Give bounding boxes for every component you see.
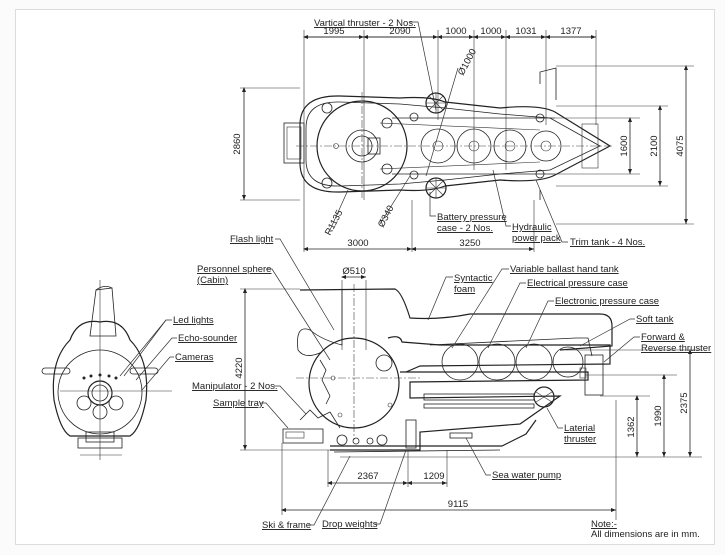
label-personnel-sphere-1: Personnel sphere [197, 264, 271, 275]
top-dim-extension-lines [303, 30, 597, 200]
dim-2367: 2367 [357, 471, 378, 482]
label-led-lights: Led lights [173, 315, 214, 326]
label-vertical-thruster: Vartical thruster - 2 Nos. [314, 18, 416, 29]
dim-2100: 2100 [649, 135, 660, 156]
label-fwd-rev-2: Reverse thruster [641, 343, 711, 354]
label-hydraulic-2: power pack [512, 233, 561, 244]
dim-1377: 1377 [560, 26, 581, 37]
note-text: All dimensions are in mm. [591, 529, 700, 540]
label-syntactic-1: Syntactic [454, 273, 493, 284]
note-title: Note:- [591, 519, 617, 530]
pressure-cases-side [441, 343, 584, 381]
label-electronic-case: Electronic pressure case [555, 296, 659, 307]
label-drop-weights: Drop weights [322, 519, 378, 530]
dim-1000-b: 1000 [480, 26, 501, 37]
side-view: 4220 Ø510 [192, 234, 711, 531]
dim-9115: 9115 [448, 499, 468, 510]
label-lateral-2: thruster [564, 434, 596, 445]
label-hydraulic-1: Hydraulic [512, 222, 552, 233]
label-echo-sounder: Echo-sounder [178, 333, 237, 344]
label-sea-water-pump: Sea water pump [492, 470, 561, 481]
vertical-thrusters-top [425, 92, 447, 199]
dim-3000: 3000 [347, 238, 368, 249]
label-flash-light: Flash light [230, 234, 274, 245]
dim-3250: 3250 [459, 238, 480, 249]
dim-2860: 2860 [232, 133, 243, 154]
dim-1000-a: 1000 [445, 26, 466, 37]
dim-1600: 1600 [619, 135, 630, 156]
label-fwd-rev-1: Forward & [641, 332, 685, 343]
dim-dia-1000: Ø1000 [456, 47, 479, 77]
label-battery-case-2: case - 2 Nos. [437, 223, 493, 234]
label-syntactic-2: foam [454, 284, 475, 295]
label-variable-ballast: Variable ballast hand tank [510, 264, 619, 275]
label-battery-case-1: Battery pressure [437, 212, 507, 223]
top-view: 1995 2090 1000 1000 1031 1377 Vartical t… [232, 18, 694, 252]
dim-1209: 1209 [423, 471, 444, 482]
label-lateral-1: Laterial [564, 423, 595, 434]
label-electrical-case: Electrical pressure case [527, 278, 628, 289]
label-trim-tank: Trim tank - 4 Nos. [570, 237, 645, 248]
battery-cases-top [420, 128, 562, 164]
dim-1995: 1995 [323, 26, 344, 37]
label-manipulator: Manipulator - 2 Nos. [192, 381, 278, 392]
label-ski-frame: Ski & frame [262, 520, 311, 531]
dim-4075: 4075 [675, 135, 686, 156]
label-cameras: Cameras [175, 352, 214, 363]
label-sample-tray: Sample tray [213, 398, 264, 409]
dim-dia-510: Ø510 [342, 266, 365, 277]
dim-1362: 1362 [626, 416, 637, 437]
dim-r1135: R1135 [323, 208, 346, 237]
front-view: Led lights Echo-sounder Cameras [41, 280, 237, 460]
lateral-thruster [533, 386, 555, 408]
label-personnel-sphere-2: (Cabin) [197, 275, 228, 286]
dim-2375: 2375 [679, 392, 690, 413]
dim-dia-340: Ø340 [376, 204, 397, 230]
dim-4220: 4220 [234, 357, 245, 378]
label-soft-tank: Soft tank [636, 314, 674, 325]
personnel-sphere-side [308, 337, 400, 429]
dim-1990: 1990 [653, 405, 664, 426]
dim-1031: 1031 [515, 26, 536, 37]
dim-2090: 2090 [389, 26, 410, 37]
